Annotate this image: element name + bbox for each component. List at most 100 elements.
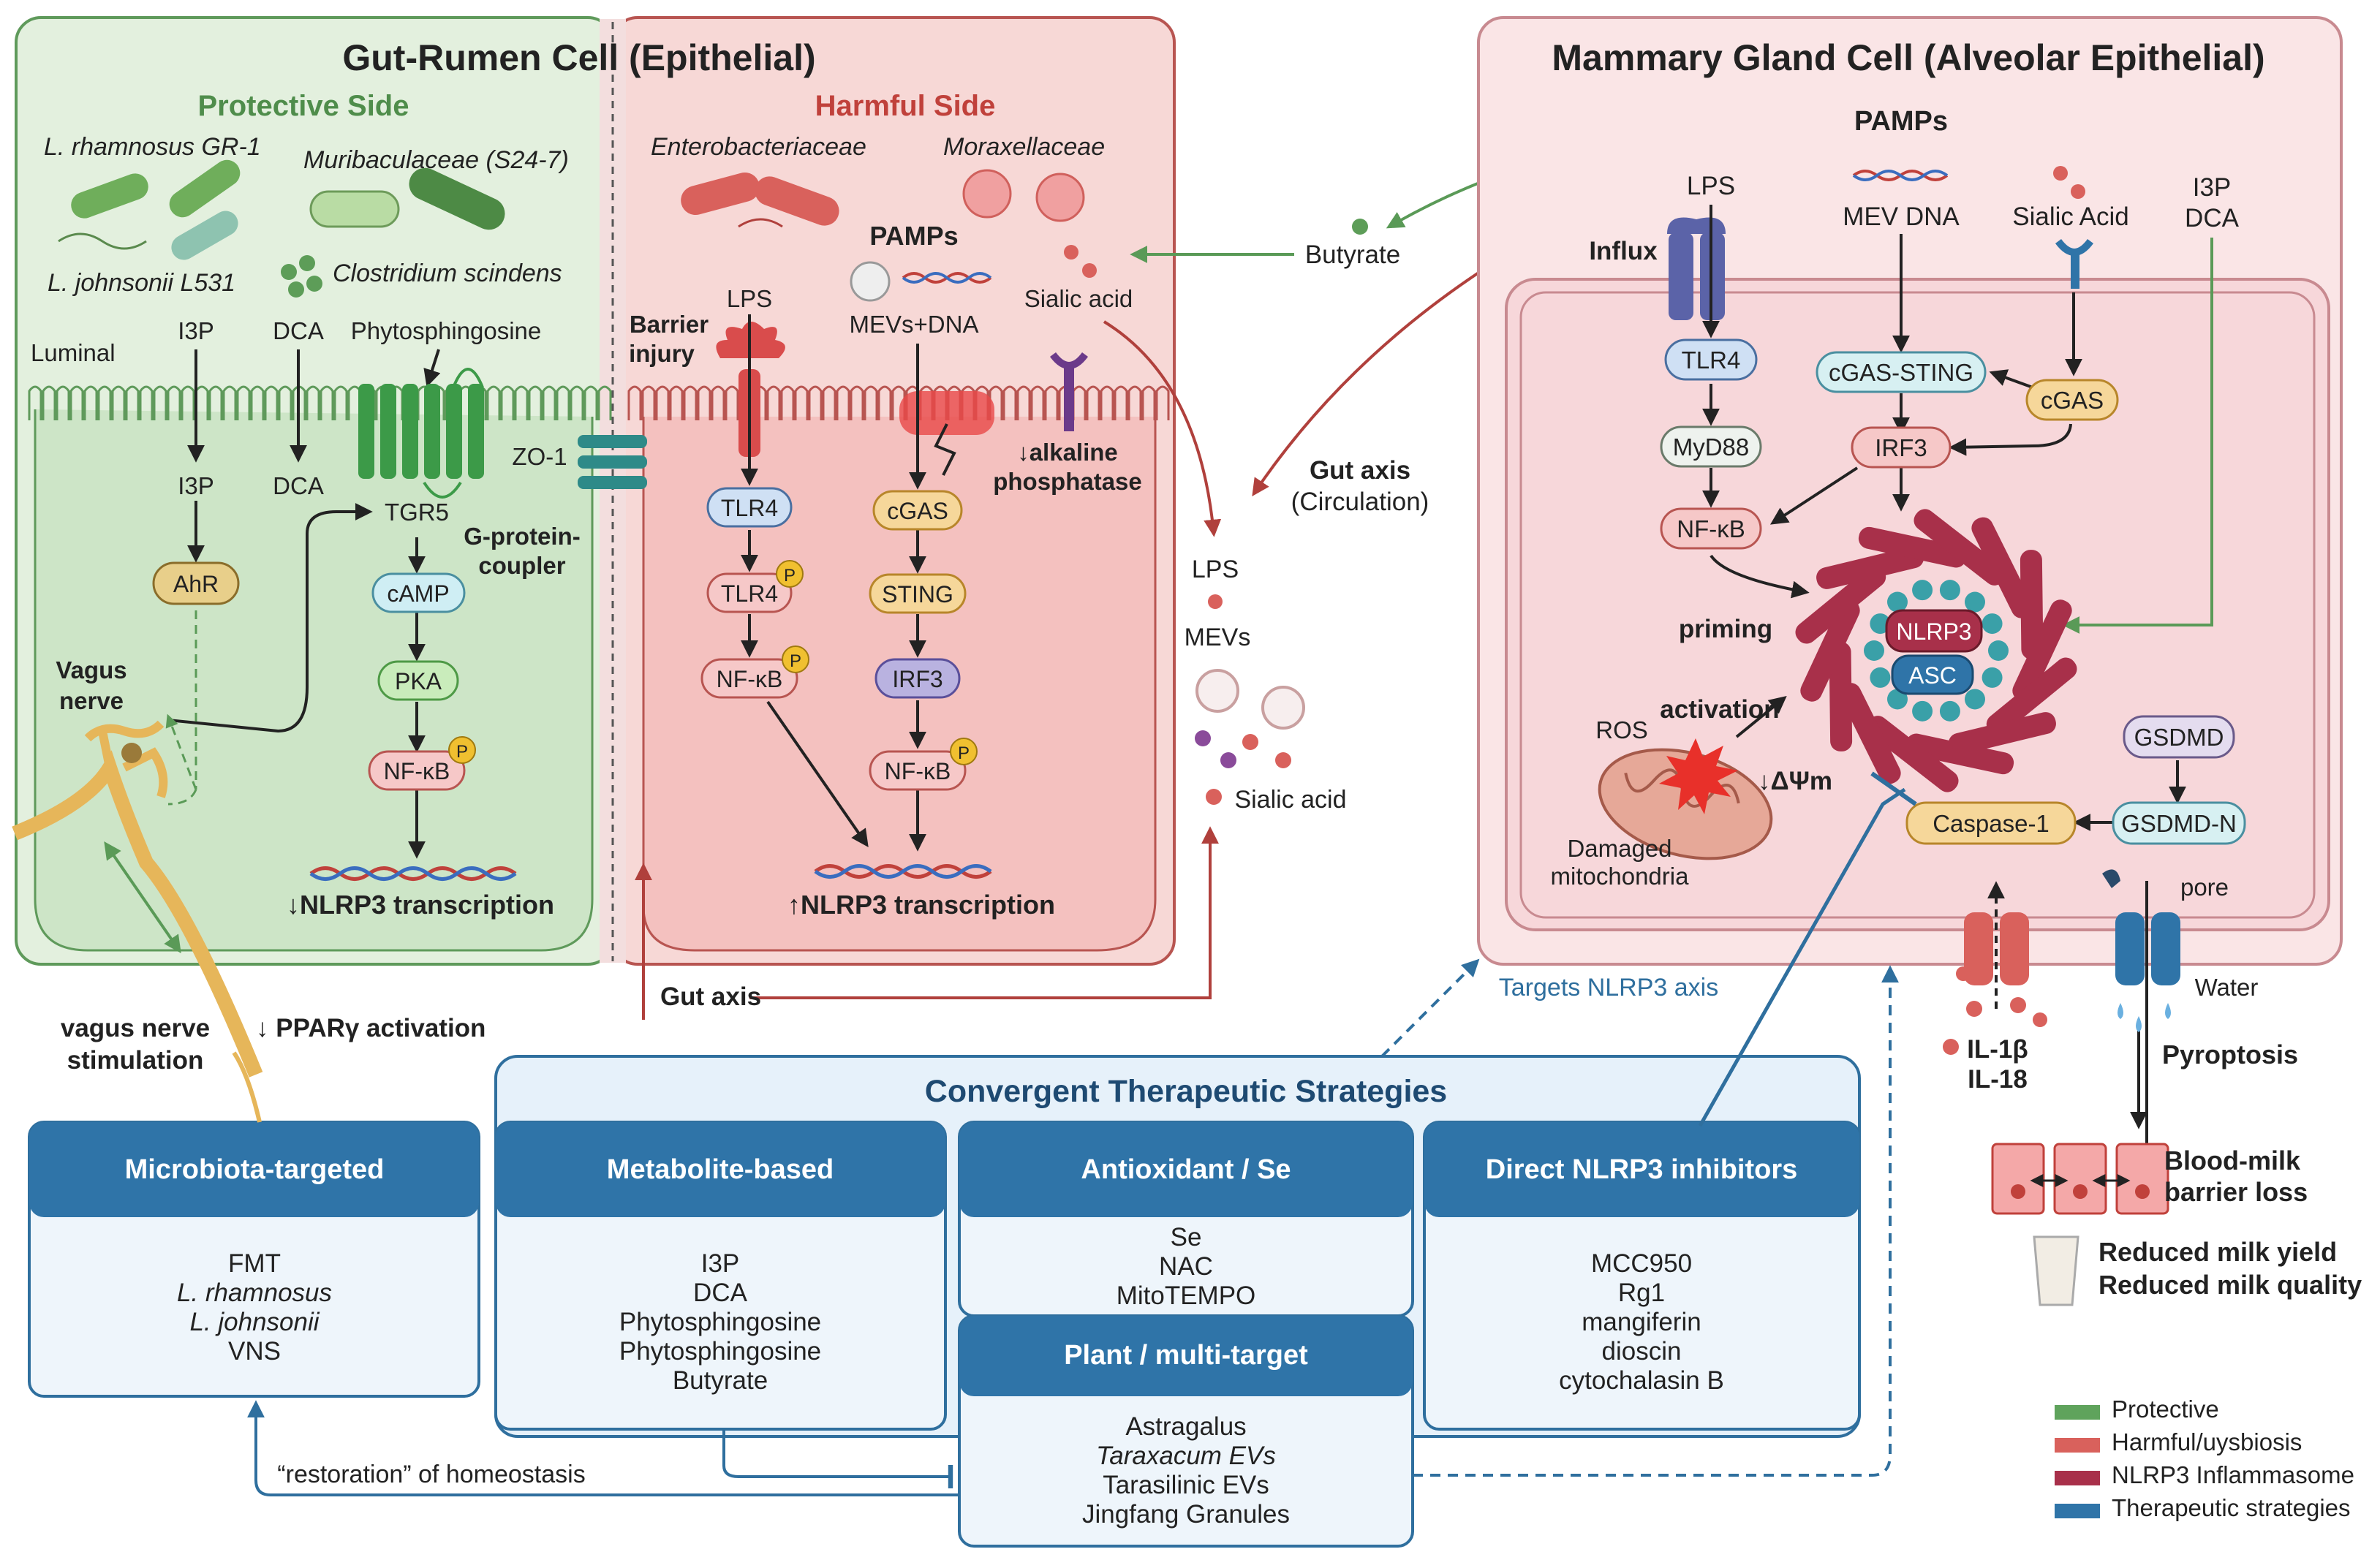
legend-swatch: [2055, 1471, 2100, 1485]
il-channel-icon: [1943, 881, 2047, 1055]
label-i3p-mammary: I3P: [2193, 173, 2232, 202]
svg-text:Phytosphingosine: Phytosphingosine: [619, 1337, 821, 1366]
svg-text:L. johnsonii: L. johnsonii: [189, 1308, 320, 1336]
dna-harmful-icon: [814, 864, 992, 879]
svg-text:Tarasilinic EVs: Tarasilinic EVs: [1103, 1471, 1269, 1499]
label-lps-mammary: LPS: [1687, 172, 1735, 200]
inflammasome-rod: [1816, 546, 1924, 589]
svg-text:TLR4: TLR4: [721, 495, 778, 521]
svg-text:NF-κB: NF-κB: [384, 758, 450, 784]
svg-text:P: P: [456, 742, 468, 762]
label-l-rhamnosus: L. rhamnosus GR-1: [44, 133, 261, 161]
label-alk-2: phosphatase: [993, 468, 1142, 495]
metabolite-inhibit-line: [722, 1429, 953, 1488]
damaged-mitochondria-icon: [1598, 738, 1773, 860]
label-enterobacteriaceae: Enterobacteriaceae: [651, 133, 866, 161]
inflammasome-rod: [1795, 565, 1886, 644]
label-barrier-2: injury: [629, 340, 695, 367]
label-lps-mid: LPS: [1192, 556, 1239, 583]
label-il1b: IL-1β: [1967, 1035, 2028, 1064]
label-i3p-cell: I3P: [178, 472, 214, 499]
svg-text:GSDMD: GSDMD: [2134, 724, 2224, 751]
label-activation: activation: [1660, 695, 1779, 724]
node-asc: ASC: [1891, 654, 1974, 695]
svg-text:TLR4: TLR4: [1682, 347, 1741, 374]
label-il18: IL-18: [1968, 1065, 2028, 1094]
svg-text:MyD88: MyD88: [1673, 433, 1750, 461]
butyrate-dot: [1352, 219, 1368, 235]
protective-side-title: Protective Side: [197, 90, 409, 122]
node-gsdmd-n: GSDMD-N: [2112, 801, 2246, 845]
label-ppar: ↓ PPARγ activation: [256, 1014, 486, 1042]
label-lps-gut: LPS: [727, 285, 772, 312]
svg-text:NF-κB: NF-κB: [717, 666, 783, 692]
therapy-card-antioxidant: Antioxidant / Se Se NAC MitoTEMPO: [958, 1121, 1414, 1317]
i3p-dca-inhibit-arrow: [2062, 238, 2213, 634]
label-luminal: Luminal: [31, 339, 116, 366]
label-clostridium: Clostridium scindens: [333, 260, 562, 287]
label-sialic-mid: Sialic acid: [1234, 786, 1346, 814]
label-phytosphingosine: Phytosphingosine: [351, 317, 542, 344]
lps-dot: [1208, 594, 1223, 609]
svg-text:P: P: [790, 651, 801, 671]
label-dca-mammary: DCA: [2185, 204, 2240, 232]
svg-text:P: P: [958, 743, 970, 763]
svg-text:MCC950: MCC950: [1591, 1249, 1692, 1278]
node-pka: PKA: [377, 660, 459, 701]
label-tgr5: TGR5: [385, 499, 449, 526]
label-zo1: ZO-1: [512, 443, 567, 470]
label-barrier-loss-1: Blood-milk: [2164, 1146, 2301, 1175]
svg-text:TLR4: TLR4: [721, 580, 778, 607]
svg-text:L. rhamnosus: L. rhamnosus: [177, 1279, 332, 1307]
svg-text:STING: STING: [882, 581, 953, 607]
gut-cell-title: Gut-Rumen Cell (Epithelial): [342, 37, 815, 78]
inflammasome-rod: [1839, 683, 1901, 784]
mammary-inner-membrane: [1519, 291, 2316, 919]
label-gut-axis-2: (Circulation): [1291, 488, 1429, 516]
harmful-bacteria-icon: [681, 169, 1085, 228]
label-targets: Targets NLRP3 axis: [1499, 974, 1718, 1001]
targets-nlrp3-arrow: [1380, 958, 1480, 1058]
blood-milk-barrier-icon: [1991, 1143, 2169, 1215]
node-gsdmd: GSDMD: [2123, 715, 2235, 759]
label-influx: Influx: [1589, 237, 1658, 265]
inflammasome-rod: [1800, 599, 1860, 702]
label-vns-1: vagus nerve: [61, 1014, 210, 1042]
label-pamps-gut: PAMPs: [869, 221, 958, 251]
label-milk-quality: Reduced milk quality: [2098, 1270, 2362, 1300]
mammary-cell-title: Mammary Gland Cell (Alveolar Epithelial): [1552, 37, 2264, 78]
vagus-dashed-link: [167, 789, 197, 806]
label-mev-dna-mammary: MEV DNA: [1843, 202, 1960, 231]
label-pore: pore: [2180, 874, 2229, 901]
legend-label: Harmful/uysbiosis: [2112, 1428, 2302, 1455]
label-damaged-1: Damaged: [1567, 835, 1671, 862]
node-nlrp3: NLRP3: [1885, 609, 1983, 653]
pore-channel-icon: [2102, 869, 2180, 1032]
inflammasome-rod: [2020, 550, 2044, 660]
harmful-pathway-arrows: [741, 314, 926, 852]
inflammasome-rod: [1829, 641, 1853, 751]
node-cgas-gut: cGAS: [872, 490, 963, 531]
svg-text:GSDMD-N: GSDMD-N: [2121, 810, 2237, 837]
svg-text:Microbiota-targeted: Microbiota-targeted: [125, 1154, 385, 1185]
inflammasome-rod: [1986, 657, 2077, 736]
label-water: Water: [2195, 974, 2259, 1001]
node-camp: cAMP: [371, 572, 466, 613]
svg-text:P: P: [784, 566, 796, 586]
legend-label: Therapeutic strategies: [2112, 1494, 2351, 1521]
vagus-bidirectional-arrow: [104, 841, 181, 953]
protective-bacteria-icon: [58, 159, 505, 298]
node-tlr4-gut: TLR4: [706, 487, 793, 528]
label-vns-2: stimulation: [67, 1046, 204, 1075]
protective-pathway-arrows: [167, 349, 441, 859]
mev-dna-icon: [850, 245, 1097, 302]
svg-text:Metabolite-based: Metabolite-based: [607, 1154, 834, 1185]
direct-inhibitor-line: [1698, 787, 1906, 1127]
label-restoration: “restoration” of homeostasis: [277, 1461, 585, 1488]
node-sting-gut: STING: [869, 573, 967, 614]
therapy-card-microbiota: Microbiota-targeted FMT L. rhamnosus L. …: [28, 1121, 480, 1398]
node-myd88: MyD88: [1660, 425, 1762, 468]
legend-swatch: [2055, 1504, 2100, 1518]
barrier-damage-icon: [899, 352, 1089, 476]
